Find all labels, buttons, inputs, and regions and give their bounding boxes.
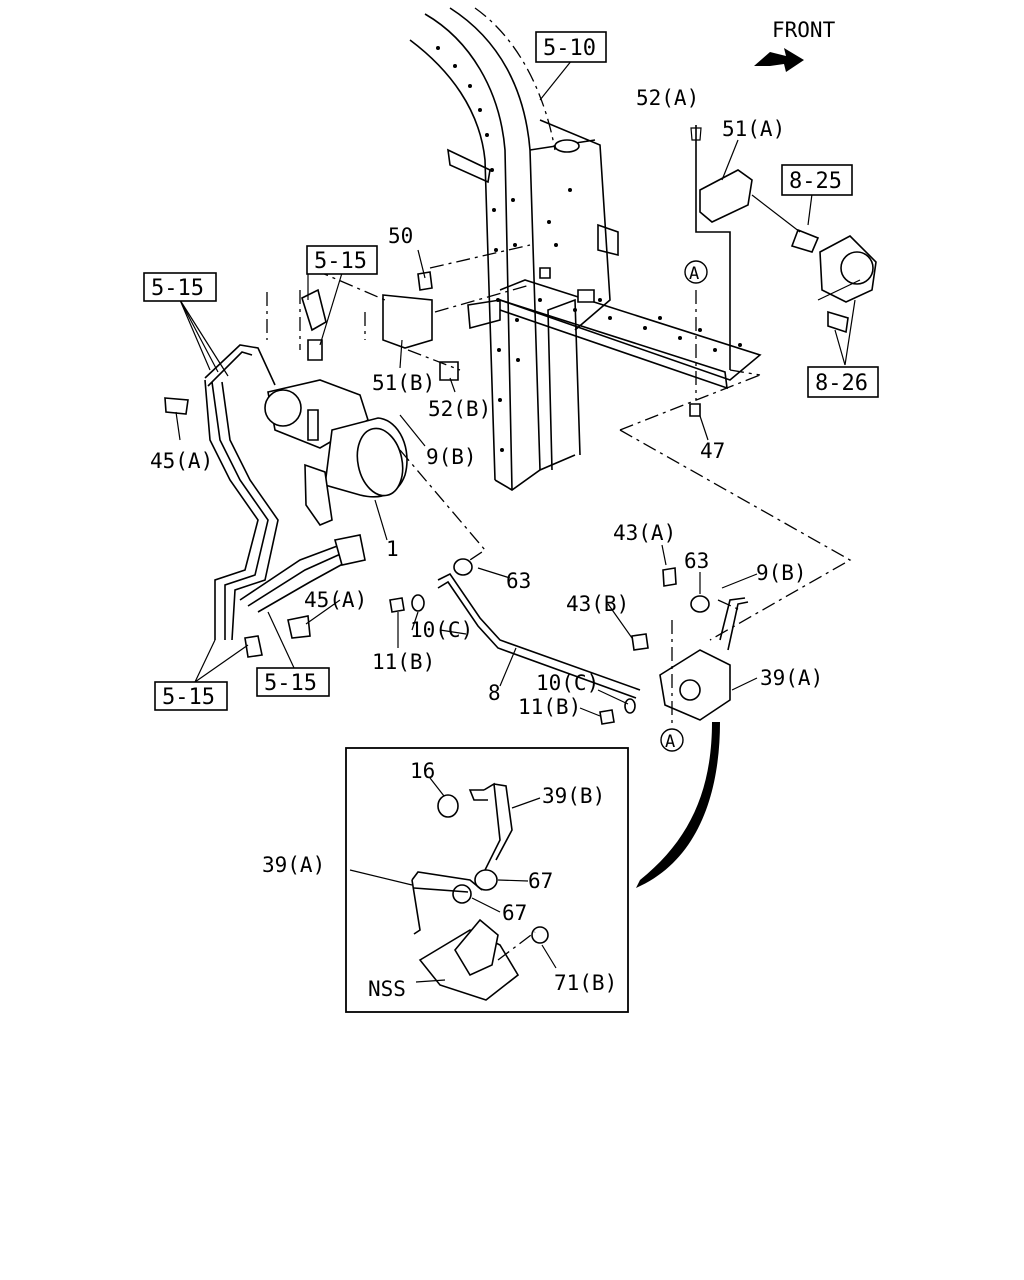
leader-lines (175, 59, 856, 728)
svg-text:5-15: 5-15 (151, 276, 204, 301)
label-11b-right: 11(B) (518, 695, 581, 719)
label-51b: 51(B) (372, 371, 435, 395)
callout-5-10: 5-10 (535, 31, 607, 63)
label-8: 8 (488, 681, 501, 705)
air-lines (204, 344, 366, 658)
front-label: FRONT (772, 18, 836, 42)
callout-5-15-bottom: 5-15 (154, 681, 228, 711)
svg-text:A: A (665, 732, 675, 752)
label-39a-right: 39(A) (760, 666, 823, 690)
marker-a-bottom: A (660, 728, 684, 752)
label-52b: 52(B) (428, 397, 491, 421)
label-63-left: 63 (506, 569, 531, 593)
svg-text:8-25: 8-25 (789, 169, 842, 194)
valve-assembly (690, 125, 877, 370)
rail-rivets (436, 46, 572, 452)
label-63-right: 63 (684, 549, 709, 573)
label-52a: 52(A) (636, 86, 699, 110)
callout-8-25: 8-25 (781, 164, 853, 196)
frame-rail (409, 7, 762, 491)
svg-text:8-26: 8-26 (815, 371, 868, 396)
callout-5-15-left: 5-15 (143, 272, 217, 302)
label-9b-left: 9(B) (426, 445, 477, 469)
label-43b: 43(B) (566, 592, 629, 616)
callout-5-15-right: 5-15 (256, 667, 330, 697)
label-10c-right: 10(C) (536, 671, 599, 695)
svg-text:A: A (689, 264, 699, 284)
label-16: 16 (410, 759, 435, 783)
label-71b: 71(B) (554, 971, 617, 995)
air-dryer-1 (164, 271, 459, 526)
svg-text:5-15: 5-15 (314, 249, 367, 274)
label-67-upper: 67 (528, 869, 553, 893)
label-45a-bottom: 45(A) (304, 588, 367, 612)
label-1: 1 (386, 537, 399, 561)
label-39a-inset: 39(A) (262, 853, 325, 877)
svg-text:5-15: 5-15 (264, 671, 317, 696)
label-47: 47 (700, 439, 725, 463)
callout-8-26: 8-26 (807, 366, 879, 398)
lever-bracket-39a (599, 403, 749, 725)
linkage-rod-8 (389, 558, 641, 699)
callout-5-15-top: 5-15 (306, 245, 378, 275)
label-50: 50 (388, 224, 413, 248)
svg-text:5-15: 5-15 (162, 685, 215, 710)
crossmember-rivets (538, 298, 742, 352)
part-labels: 52(A) 51(A) 50 51(B) 52(B) 45(A) 9(B) 47… (150, 86, 823, 1001)
inset-detail (345, 722, 720, 1013)
label-45a-top: 45(A) (150, 449, 213, 473)
label-39b: 39(B) (542, 784, 605, 808)
label-9b-right: 9(B) (756, 561, 807, 585)
label-43a: 43(A) (613, 521, 676, 545)
front-arrow-icon (754, 48, 804, 72)
label-nss: NSS (368, 977, 406, 1001)
label-10c-left: 10(C) (410, 618, 473, 642)
marker-a-top: A (684, 260, 708, 284)
svg-text:5-10: 5-10 (543, 36, 596, 61)
front-indicator: FRONT (754, 18, 836, 72)
label-11b-left: 11(B) (372, 650, 435, 674)
label-67-lower: 67 (502, 901, 527, 925)
label-51a: 51(A) (722, 117, 785, 141)
